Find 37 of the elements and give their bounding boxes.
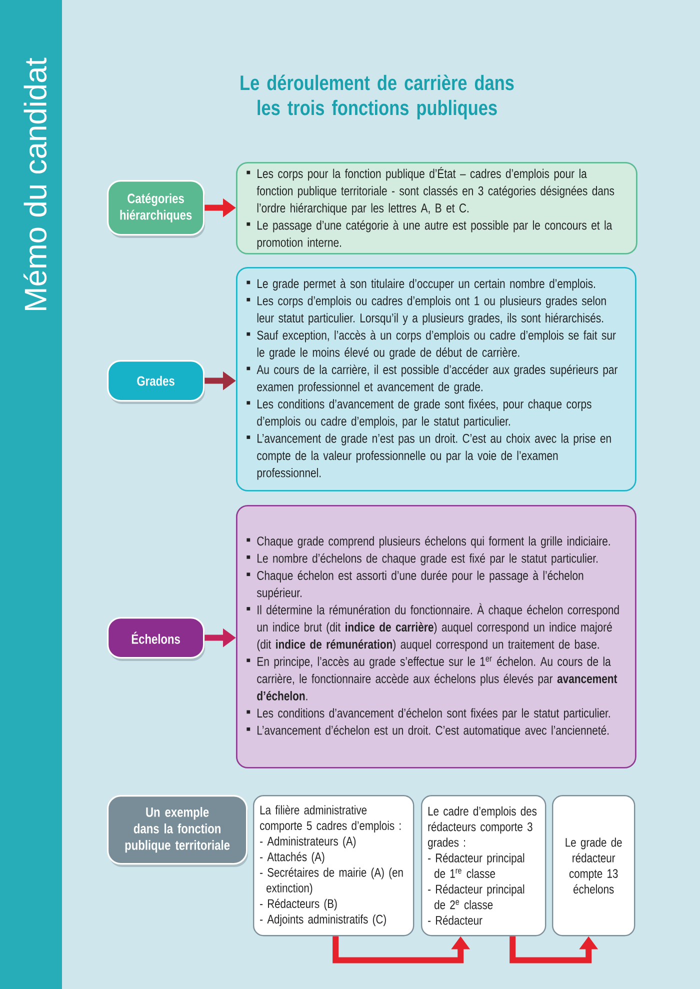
bullet-text: Il détermine la rémunération du fonctionnaire. À chaque échelon correspond un indice brut (dit indice de carrière) auquel correspond un indice majoré (dit indice de rémunération) auquel correspond un traitement de base. <box>257 603 619 652</box>
box-text: - Attachés (A) <box>260 852 324 864</box>
text-box: Le grade de rédacteur compte 13 échelons <box>552 795 636 936</box>
box-text: - Adjoints administratifs (C) <box>260 914 386 926</box>
heading-pill: Catégories hiérarchiques <box>107 180 205 238</box>
band-title: Mémo du candidat <box>23 58 47 310</box>
bullet-text: Le nombre d’échelons de chaque grade est fixé par le statut particulier. <box>258 553 598 566</box>
bullet-text: Au cours de la carrière, il est possible d’accéder aux grades supérieurs par examen professionnel et avancement de grade. <box>256 364 618 394</box>
box-text: Le cadre d’emplois des rédacteurs comporte 3 grades : <box>428 806 537 850</box>
bullet-text: Les corps d’emplois ou cadres d’emplois ont 1 ou plusieurs grades selon leur statut particulier. Lorsqu’il y a plusieurs grades, ils sont hiérarchisés. <box>257 296 606 325</box>
bullet-text: L’avancement d’échelon est un droit. C’est automatique avec l’ancienneté. <box>258 725 609 738</box>
text-box <box>253 795 414 936</box>
info-box <box>236 267 636 492</box>
info-box <box>236 162 638 254</box>
bullet-text: Le grade permet à son titulaire d’occuper un certain nombre d’emplois. <box>258 278 595 291</box>
heading-pill: Grades <box>107 360 205 404</box>
box-text: - Rédacteur principal de 1$^{re}$ classe <box>428 853 524 878</box>
box-text: La filière administrative comporte 5 cadres d’emplois : <box>260 805 401 832</box>
box-text: - Administrateurs (A) <box>260 836 356 848</box>
bullet-text: Les conditions d’avancement de grade sont fixées, pour chaque corps d’emplois ou cadre d’emplois, par le statut particulier. <box>257 399 592 428</box>
box-text: - Rédacteur <box>428 915 482 925</box>
bullet-text: En principe, l’accès au grade s’effectue sur le 1$^{er}$ échelon. Au cours de la carrière, le fonctionnaire accède aux échelons plus élevés par avancement d’échelon. <box>257 656 618 700</box>
box-text: - Rédacteurs (B) <box>260 898 337 910</box>
bullet-text: L’avancement de grade n’est pas un droit. C’est au choix avec la prise en compte de la valeur professionnelle ou par la voie de l’examen professionnel. <box>257 434 611 480</box>
bullet-text: Les conditions d’avancement d’échelon sont fixées par le statut particulier. <box>258 708 610 720</box>
bullet-text: Sauf exception, l’accès à un corps d’emplois ou cadre d’emplois se fait sur le grade le moins élevé ou grade de début de carrière. <box>257 330 616 360</box>
box-text: - Secrétaires de mairie (A) (en extinction) <box>260 868 403 895</box>
info-box <box>236 505 636 768</box>
heading-pill: Échelons <box>107 617 205 661</box>
heading-pill: Un exemple dans la fonction publique territoriale <box>107 795 248 867</box>
title: Le déroulement de carrière dans les trois fonctions publiques <box>240 74 514 120</box>
box-text: - Rédacteur principal de 2$^{e}$ classe <box>428 884 524 910</box>
text-box <box>421 795 546 936</box>
bullet-text: Chaque grade comprend plusieurs échelons qui forment la grille indiciaire. <box>257 536 610 548</box>
bullet-text: Les corps pour la fonction publique d’État – cadres d’emplois pour la fonction publique territoriale - sont classés en 3 catégories désignées dans l’ordre hiérarchique par les lettres A, B et C. <box>256 167 614 216</box>
bullet-text: Chaque échelon est assorti d’une durée pour le passage à l’échelon supérieur. <box>256 570 584 600</box>
bullet-text: Le passage d’une catégorie à une autre est possible par le concours et la promotion interne. <box>257 220 612 250</box>
